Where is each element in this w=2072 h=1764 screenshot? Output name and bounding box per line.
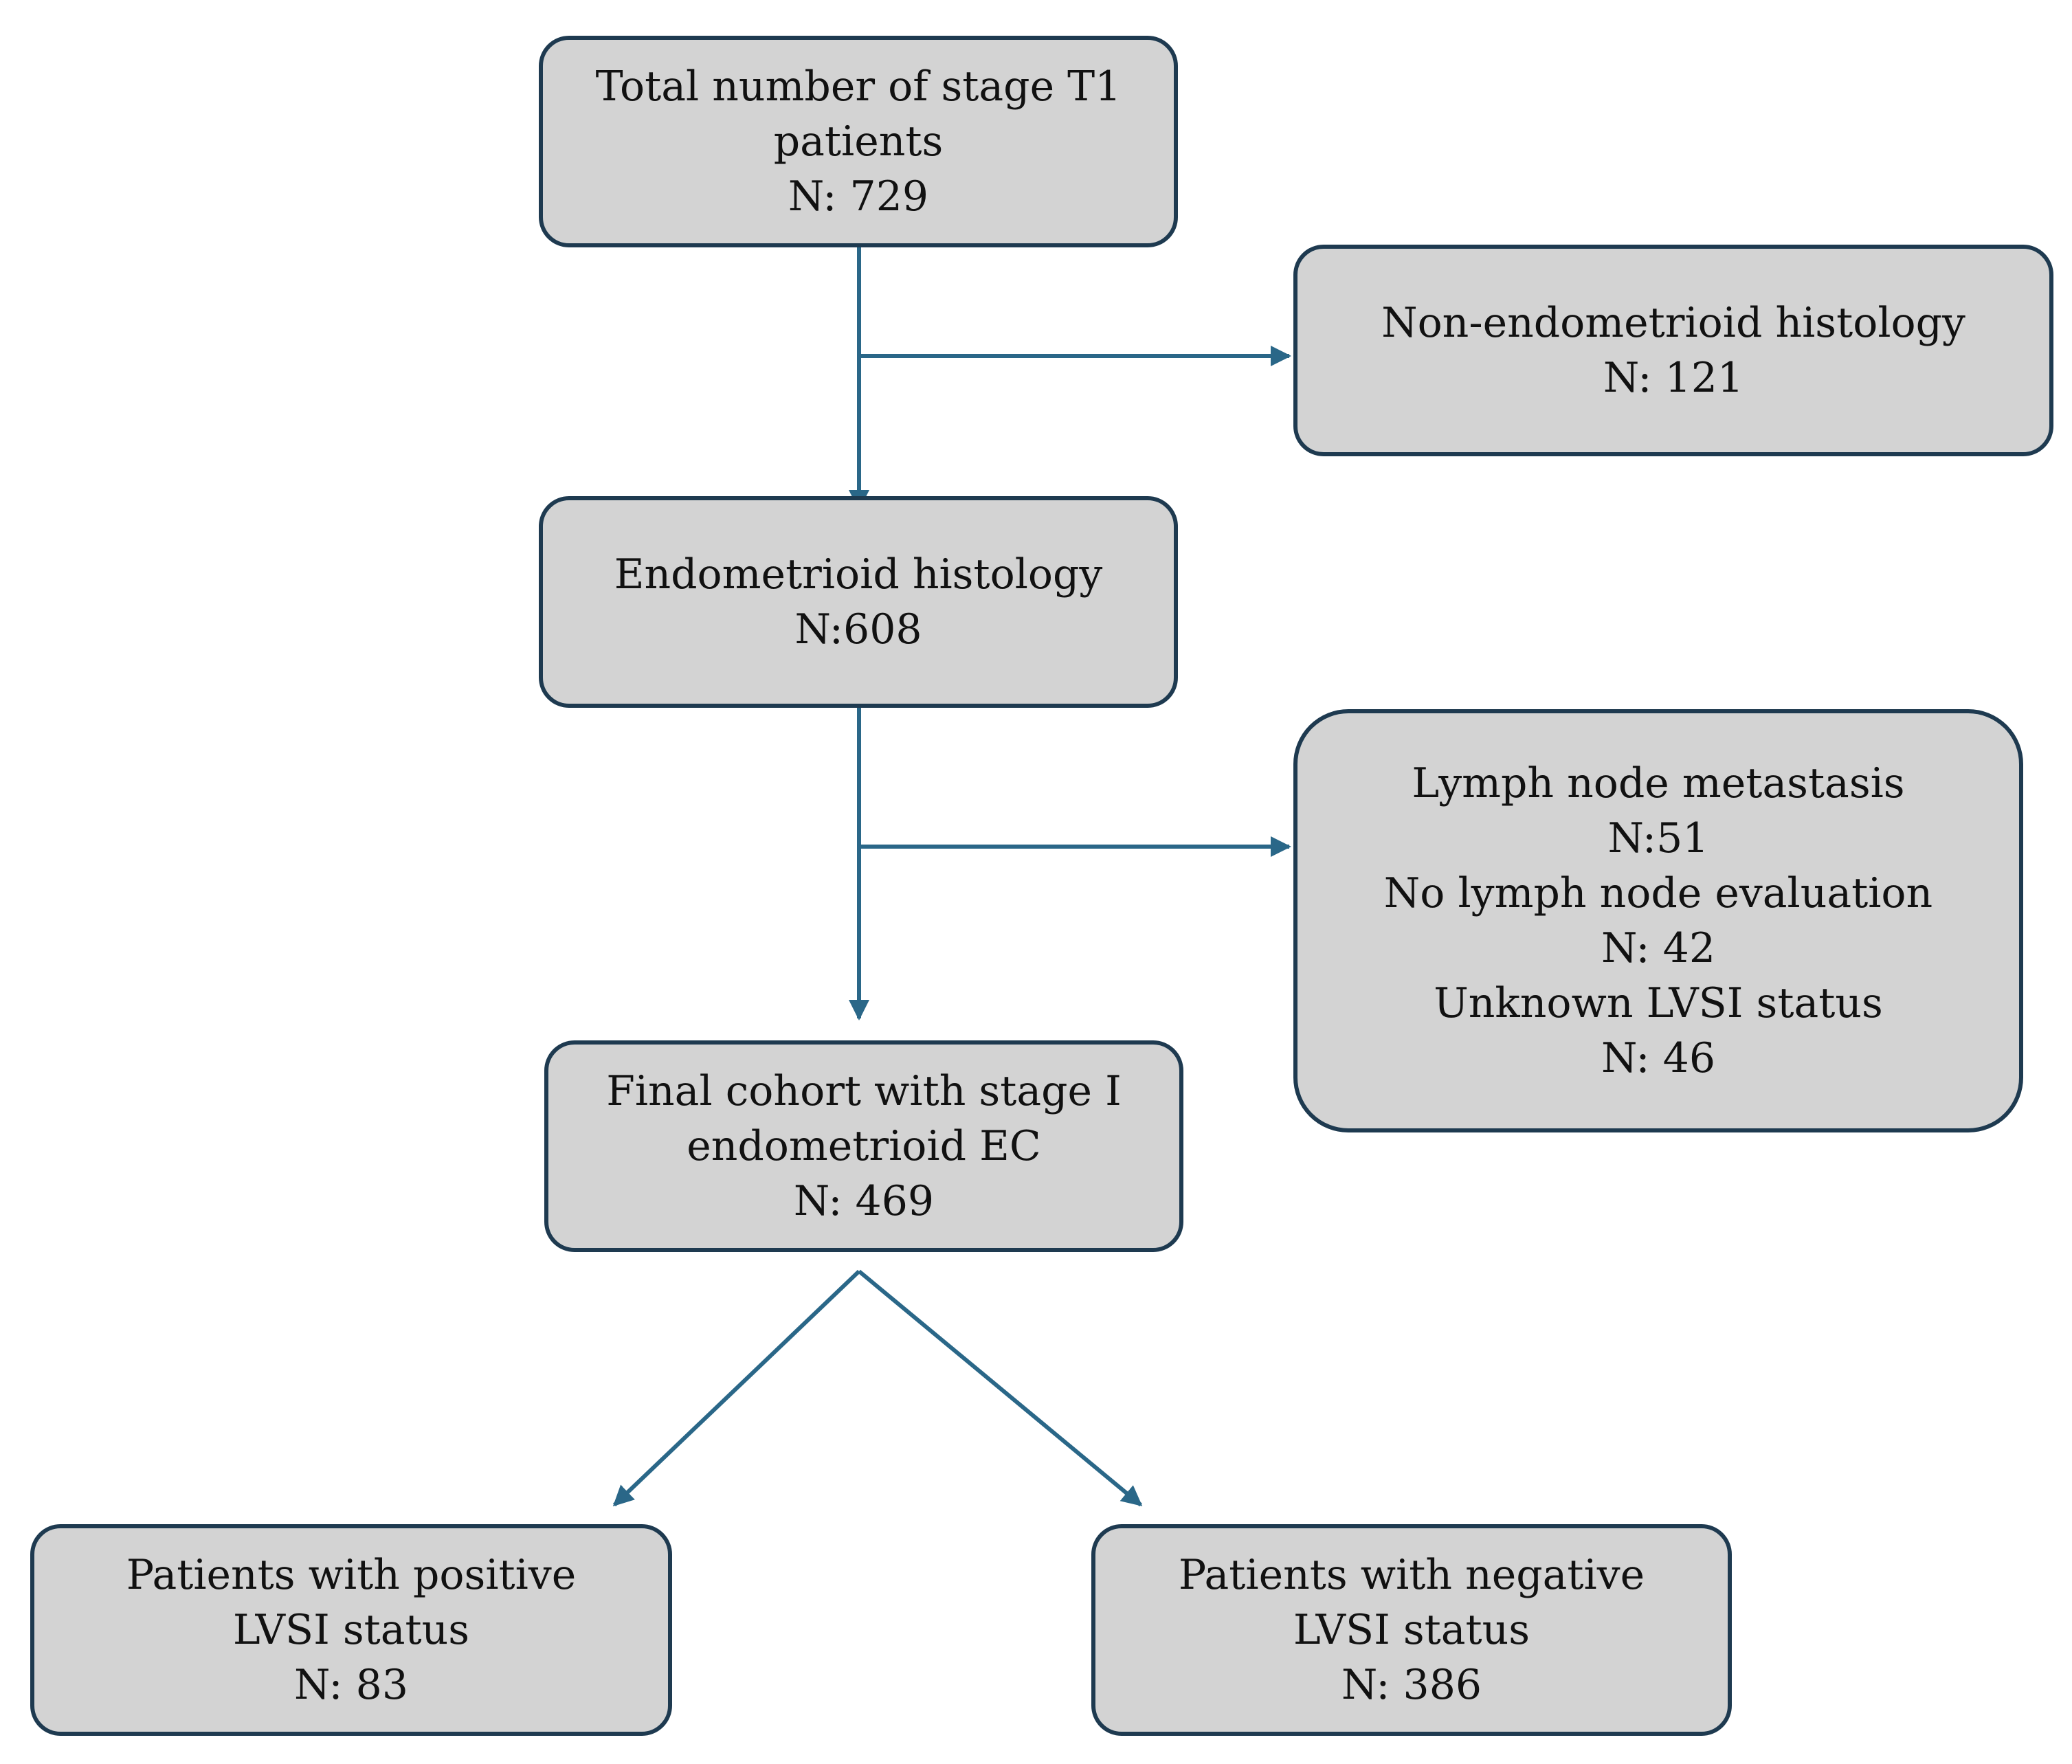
box-text-line: Patients with positive bbox=[126, 1551, 577, 1599]
positive-lvsi-box: Patients with positive LVSI status N: 83 bbox=[30, 1524, 672, 1736]
box-text-line: LVSI status bbox=[1293, 1606, 1530, 1654]
box-text-line: endometrioid EC bbox=[687, 1122, 1041, 1170]
box-text-line: Endometrioid histology bbox=[614, 550, 1103, 599]
arrow-final-to-positive bbox=[612, 1269, 861, 1507]
box-text-line: Patients with negative bbox=[1178, 1551, 1645, 1599]
box-count: N: 121 bbox=[1603, 354, 1744, 402]
total-patients-box: Total number of stage T1 patients N: 729 bbox=[539, 36, 1178, 247]
box-text-line: No lymph node evaluation bbox=[1383, 869, 1933, 917]
arrow-final-to-negative bbox=[858, 1269, 1143, 1507]
box-text-line: patients bbox=[773, 118, 944, 166]
box-count: N: 469 bbox=[793, 1177, 935, 1225]
negative-lvsi-box: Patients with negative LVSI status N: 38… bbox=[1091, 1524, 1732, 1736]
box-count: N: 729 bbox=[788, 172, 929, 221]
box-text-line: Non-endometrioid histology bbox=[1381, 299, 1965, 347]
box-count: N: 83 bbox=[294, 1661, 408, 1709]
box-text-line: Final cohort with stage I bbox=[606, 1067, 1122, 1115]
excluded-box: Lymph node metastasis N:51 No lymph node… bbox=[1293, 709, 2023, 1132]
non-endometrioid-box: Non-endometrioid histology N: 121 bbox=[1293, 245, 2053, 456]
box-count: N: 386 bbox=[1341, 1661, 1482, 1709]
box-count: N: 42 bbox=[1601, 924, 1715, 972]
box-text-line: Total number of stage T1 bbox=[595, 63, 1122, 111]
box-text-line: LVSI status bbox=[232, 1606, 470, 1654]
box-text-line: Lymph node metastasis bbox=[1412, 759, 1905, 807]
box-count: N:51 bbox=[1607, 814, 1709, 862]
endometrioid-box: Endometrioid histology N:608 bbox=[539, 496, 1178, 708]
final-cohort-box: Final cohort with stage I endometrioid E… bbox=[544, 1040, 1183, 1252]
box-count: N: 46 bbox=[1601, 1034, 1715, 1082]
box-count: N:608 bbox=[794, 605, 922, 654]
box-text-line: Unknown LVSI status bbox=[1434, 979, 1883, 1027]
